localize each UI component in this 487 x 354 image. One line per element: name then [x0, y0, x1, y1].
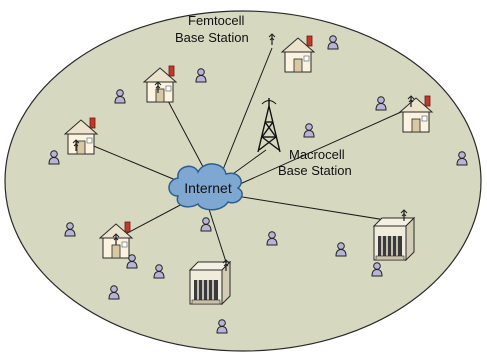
link-office-bottom — [207, 205, 227, 263]
link-femto-top — [217, 47, 273, 183]
femtocell-label-line2: Base Station — [175, 30, 249, 45]
internet-cloud-icon — [168, 163, 243, 211]
macrocell-label-line2: Base Station — [278, 163, 352, 178]
femtocell-office-bottom — [189, 261, 231, 305]
macrocell-label-line1: Macrocell — [289, 147, 345, 162]
macrocell-coverage-area — [4, 10, 482, 352]
link-femto-right — [239, 107, 411, 185]
internet-label: Internet — [184, 180, 232, 196]
link-femto-left — [83, 141, 191, 187]
connection-lines — [83, 47, 411, 263]
link-macrocell — [229, 149, 267, 177]
office-building-icon — [373, 217, 415, 261]
macrocell-tower-icon — [257, 98, 281, 153]
femtocell-office-right — [373, 217, 415, 261]
office-building-icon — [189, 261, 231, 305]
link-office-right — [235, 195, 399, 223]
femtocell-label-line1: Femtocell — [188, 13, 244, 28]
